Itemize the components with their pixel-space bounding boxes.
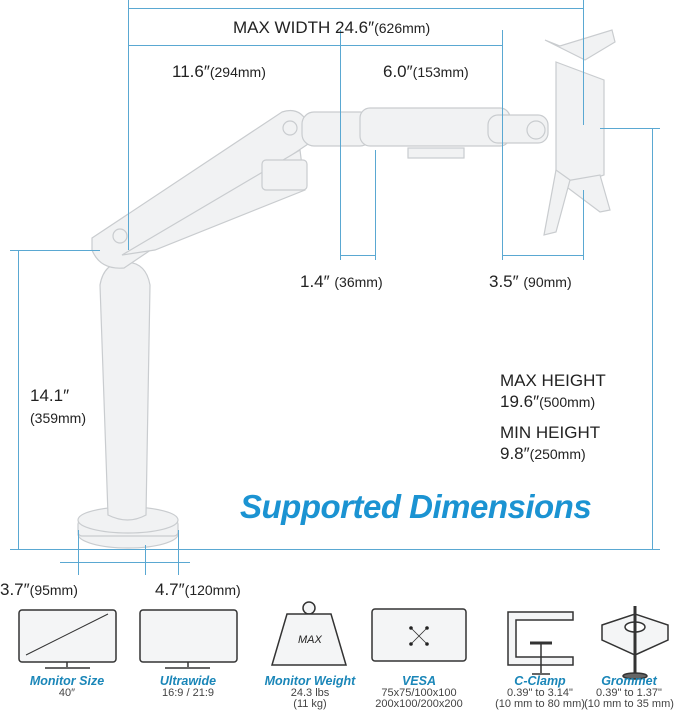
baseline	[10, 549, 660, 550]
vesa-hole-dot	[425, 642, 429, 646]
arm-segment-line	[128, 45, 502, 46]
extension-line	[502, 30, 503, 260]
extension-line	[583, 0, 584, 125]
arm-seg2-label: 6.0″(153mm)	[383, 62, 469, 81]
arm-seg1-label: 11.6″(294mm)	[172, 62, 266, 81]
base-left-line	[60, 562, 145, 563]
extension-line	[583, 190, 584, 260]
vesa-offset-line	[502, 255, 583, 256]
weight-icon: MAX	[270, 601, 348, 666]
c-clamp-icon	[507, 611, 574, 675]
extension-line	[340, 30, 341, 260]
ultrawide-monitor-icon	[139, 609, 238, 669]
svg-text:MAX: MAX	[298, 634, 323, 646]
max-height-line	[652, 128, 653, 549]
joint-offset-line	[340, 255, 375, 256]
pole-height-line	[18, 250, 19, 549]
extension-line	[10, 250, 100, 251]
extension-line	[375, 150, 376, 260]
section-title: Supported Dimensions	[240, 488, 592, 525]
max-width-label: MAX WIDTH 24.6″(626mm)	[233, 18, 431, 37]
extension-line	[78, 530, 79, 575]
extension-line	[178, 530, 179, 575]
vesa-hole-dot	[409, 626, 413, 630]
vesa-hole-dot	[409, 642, 413, 646]
grommet-icon	[601, 606, 669, 680]
joint-offset-label: 1.4″ (36mm)	[300, 272, 383, 291]
vesa-offset-label: 3.5″ (90mm)	[489, 272, 572, 291]
extension-line	[128, 0, 129, 250]
base-right-line	[145, 562, 190, 563]
max-width-line	[128, 8, 583, 9]
base-left-label: 3.7″(95mm)	[0, 580, 78, 599]
monitor-arm-illustration	[77, 29, 616, 549]
vesa-icon	[371, 608, 467, 662]
vesa-hole-dot	[425, 626, 429, 630]
pole-height-label: 14.1″(359mm)	[30, 386, 87, 426]
monitor-diagonal-icon	[18, 609, 117, 669]
extension-line	[600, 128, 660, 129]
base-right-label: 4.7″(120mm)	[155, 580, 241, 599]
extension-line	[145, 545, 146, 575]
